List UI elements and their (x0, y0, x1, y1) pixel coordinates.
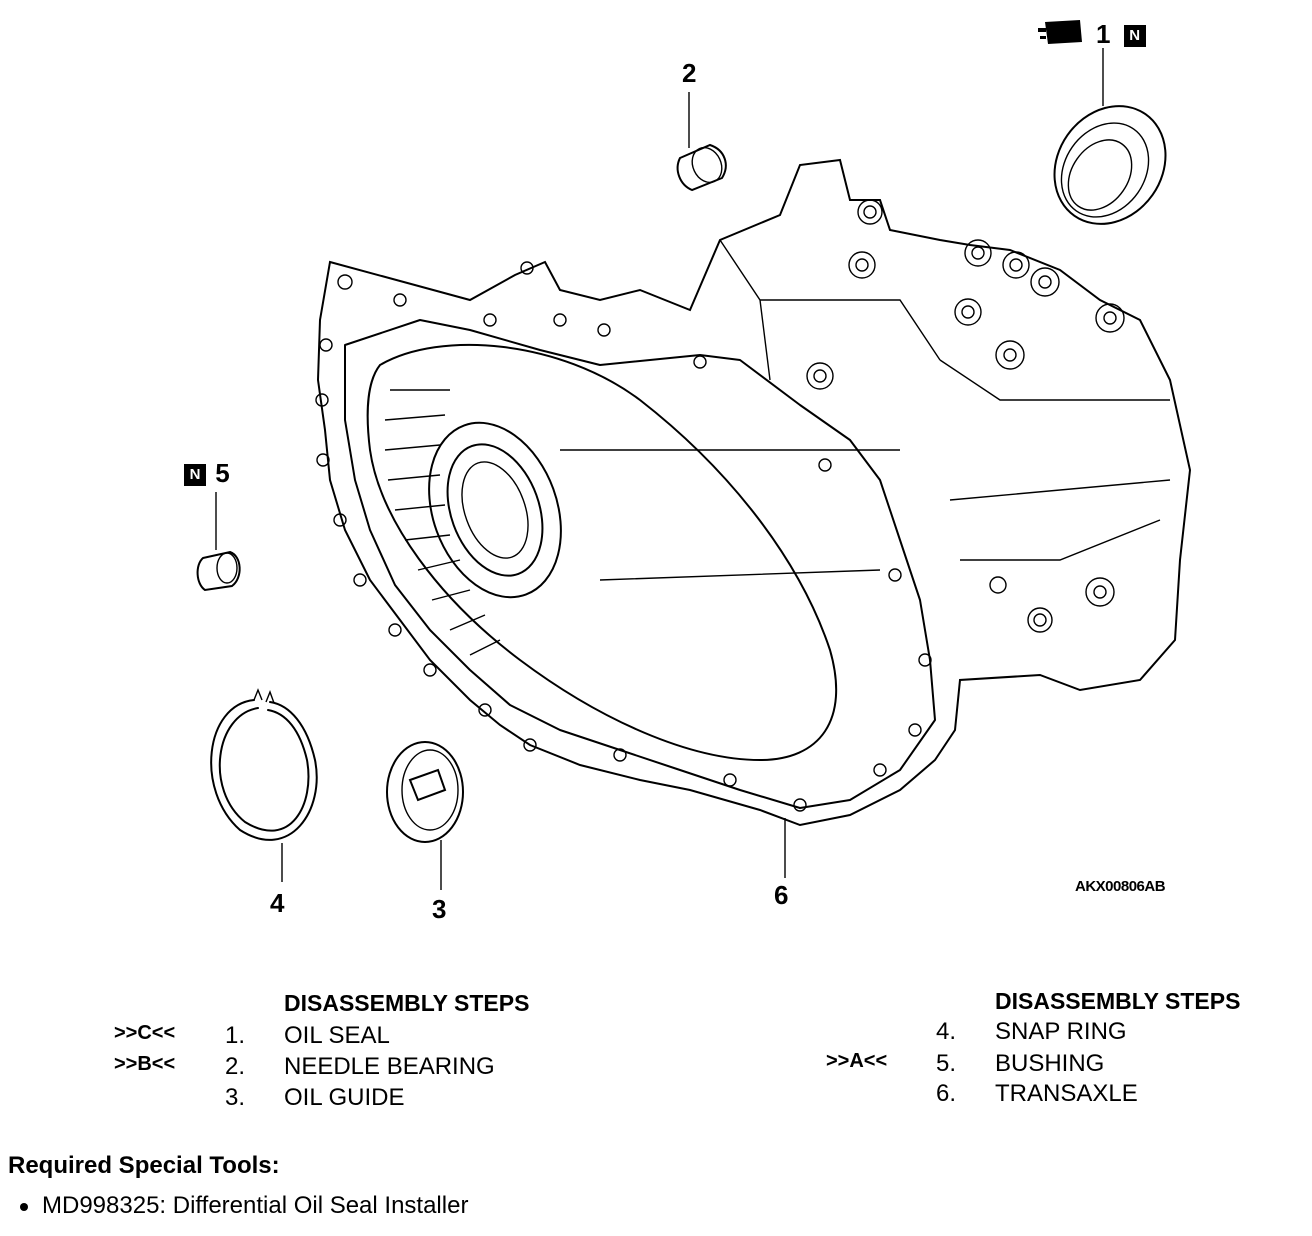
step-number: 6. (936, 1080, 957, 1107)
transaxle-exploded-diagram (196, 20, 1192, 890)
step-label: SNAP RING (995, 1018, 1127, 1045)
callout-4: 4 (270, 890, 284, 916)
needle-bearing-part (676, 92, 727, 192)
step-number: 4. (936, 1018, 957, 1045)
step-number: 5. (936, 1050, 957, 1077)
snap-ring-part (210, 688, 318, 882)
transaxle-case (315, 158, 1192, 827)
step-ref: >>C<< (114, 1022, 176, 1044)
oil-guide-part (386, 741, 464, 890)
steps-header: DISASSEMBLY STEPS (995, 988, 1241, 1014)
callout-2-number: 2 (682, 58, 697, 88)
step-number: 2. (225, 1053, 246, 1080)
callout-6: 6 (774, 882, 788, 908)
step-label: OIL GUIDE (284, 1084, 405, 1111)
callout-2: 2 (682, 60, 696, 86)
required-tools-heading: Required Special Tools: (8, 1152, 280, 1179)
callout-6-number: 6 (774, 880, 789, 910)
n-badge-icon: N (1123, 25, 1146, 48)
figure-code: AKX00806AB (1075, 878, 1166, 895)
bullet-icon (20, 1202, 28, 1211)
callout-1-number: 1 (1096, 19, 1111, 49)
steps-header: DISASSEMBLY STEPS (284, 990, 530, 1016)
required-tools-list: MD998325: Differential Oil Seal Installe… (20, 1192, 468, 1220)
step-label: NEEDLE BEARING (284, 1053, 495, 1080)
callout-1: 1 N (1096, 19, 1146, 49)
callout-3: 3 (432, 896, 446, 922)
step-label: BUSHING (995, 1050, 1105, 1077)
n-badge-icon: N (184, 464, 206, 487)
step-label: OIL SEAL (284, 1022, 390, 1049)
step-number: 3. (225, 1084, 246, 1111)
torque-seal-icon (1038, 20, 1082, 44)
bushing-part (196, 492, 241, 592)
step-label: TRANSAXLE (995, 1080, 1138, 1107)
callout-4-number: 4 (270, 888, 285, 918)
step-number: 1. (225, 1022, 246, 1049)
callout-5: N 5 (184, 458, 230, 488)
tool-item: MD998325: Differential Oil Seal Installe… (42, 1192, 469, 1219)
callout-5-number: 5 (215, 458, 230, 488)
step-ref: >>B<< (114, 1053, 176, 1075)
oil-seal-part (1053, 48, 1167, 225)
callout-3-number: 3 (432, 894, 447, 924)
step-ref: >>A<< (826, 1050, 888, 1072)
